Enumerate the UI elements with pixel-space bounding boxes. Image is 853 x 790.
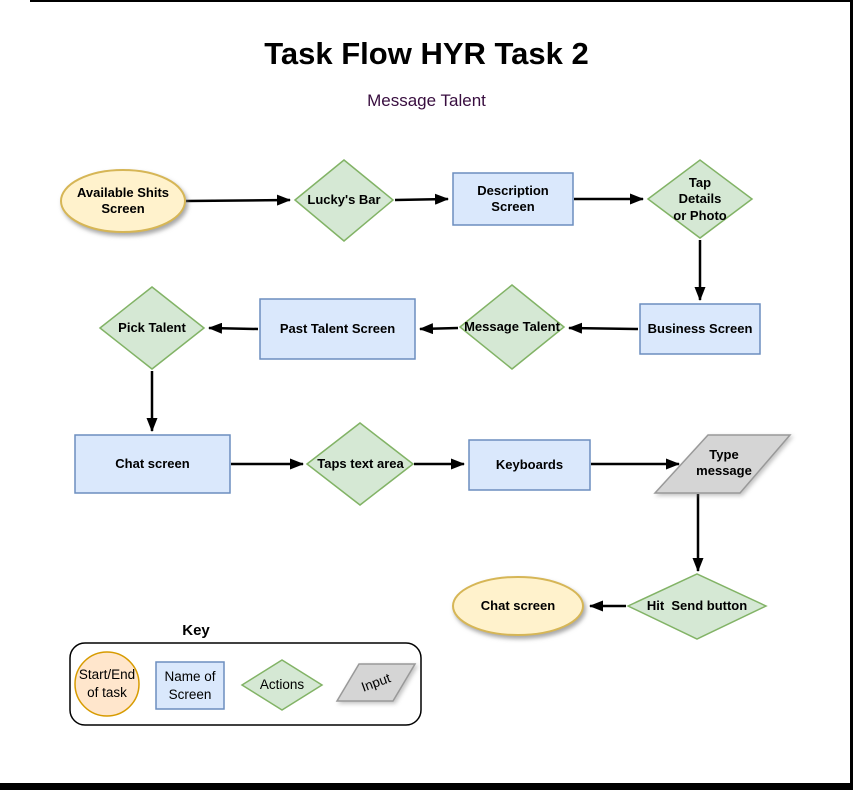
type-message-parallelogram	[653, 434, 792, 494]
chat-screen-rect	[74, 434, 231, 494]
arrow-message-to-past	[419, 323, 459, 335]
key-start-end-circle	[74, 651, 140, 717]
page-border-top	[30, 0, 853, 2]
luckys-bar-diamond	[293, 159, 395, 242]
key-actions-diamond	[240, 659, 324, 711]
description-screen-rect	[452, 172, 574, 226]
page-border-right	[850, 0, 853, 790]
arrow-luckys-to-description	[394, 193, 449, 205]
business-screen-rect	[639, 303, 761, 355]
key-input-parallelogram	[335, 663, 417, 702]
connector-group	[146, 193, 706, 612]
arrow-past-to-pick	[208, 322, 259, 334]
hit-send-button-diamond	[626, 573, 768, 640]
pick-talent-diamond	[98, 286, 206, 370]
taps-text-area-diamond	[305, 422, 415, 506]
key-screen-rect	[155, 661, 225, 710]
start-ellipse	[60, 169, 186, 233]
page-border-bottom	[0, 783, 853, 790]
chat-screen-end-ellipse	[452, 576, 584, 636]
keyboards-rect	[468, 439, 591, 491]
arrow-start-to-luckys	[185, 194, 291, 206]
tap-details-diamond	[646, 159, 754, 239]
arrow-business-to-message	[568, 322, 639, 334]
message-talent-diamond	[458, 284, 566, 370]
key-box	[69, 642, 422, 726]
past-talent-screen-rect	[259, 298, 416, 360]
